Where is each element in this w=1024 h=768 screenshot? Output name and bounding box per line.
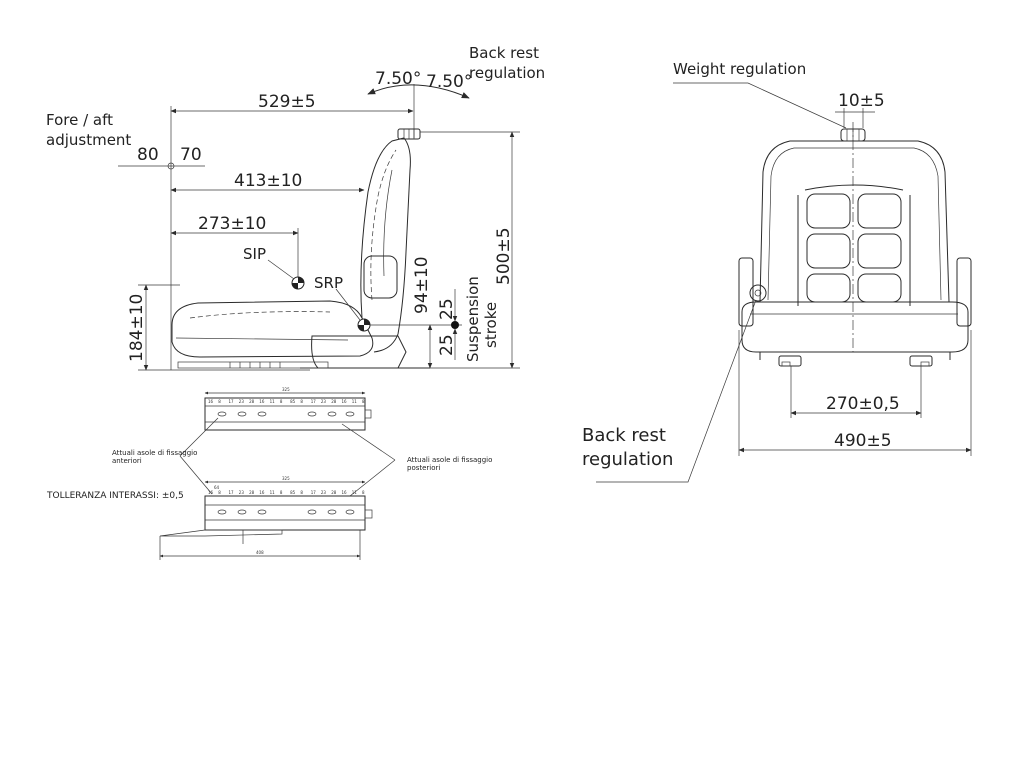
suspension-stroke-label-line1: Suspension <box>464 276 482 362</box>
rail-tick-label: 11 <box>270 399 276 404</box>
stroke-down-value: 25 <box>437 334 457 356</box>
srp-marker: SRP <box>314 274 371 332</box>
rail-tick-label: 16 <box>342 399 348 404</box>
rail-tick-label: 28 <box>249 490 255 495</box>
rail-tick-label: 16 <box>259 399 265 404</box>
rail-tick-label: 8 <box>300 490 303 495</box>
rail-tick-label: 8 <box>362 490 365 495</box>
dimension-height: 500±5 <box>420 131 520 369</box>
rail-tick-label: 8 <box>218 490 221 495</box>
dimension-to-sip: 273±10 <box>170 214 299 283</box>
rails-overall-length: 408 <box>256 550 264 555</box>
rear-holes-label-line1: Attuali asole di fissaggio <box>407 456 492 464</box>
suspension-stroke-label-line2: stroke <box>482 302 500 348</box>
dimension-width: 490±5 <box>738 330 972 456</box>
rails-detail: 325 16 8 17 23 28 16 11 8 85 8 17 23 28 16 11 8 Attuali… <box>46 387 492 560</box>
fore-aft-label-line1: Fore / aft <box>46 111 113 129</box>
angle-left-label: 7.50° <box>375 69 421 89</box>
bottom-rail: 325 64 16 8 17 23 28 16 11 8 85 8 17 23 28 16 11 8 408 <box>159 476 373 560</box>
seat-front-outline <box>738 122 972 367</box>
fore-aft-adjustment: Fore / aft adjustment 80 70 <box>46 111 205 170</box>
side-view: 7.50° 7.50° Back rest regulation Fore / … <box>46 44 545 371</box>
stroke-up-value: 25 <box>437 298 457 320</box>
rail-tick-label: 23 <box>239 490 245 495</box>
dimension-overall-length: 529±5 <box>170 92 414 114</box>
suspension-stroke: 25 25 Suspension stroke <box>437 276 500 362</box>
rail-tick-label: 28 <box>331 399 337 404</box>
rear-holes-label-line2: posteriori <box>407 464 440 472</box>
dim-width-value: 490±5 <box>834 431 892 451</box>
dimension-to-srp: 413±10 <box>170 171 365 193</box>
top-rail: 325 16 8 17 23 28 16 11 8 85 8 17 23 28 16 11 8 <box>204 387 372 431</box>
fore-travel-value: 80 <box>137 145 159 165</box>
dim-to-srp-value: 413±10 <box>234 171 302 191</box>
rail-tick-label: 11 <box>352 490 358 495</box>
front-backrest-regulation-line2: regulation <box>582 449 673 470</box>
dimension-seat-height: 184±10 <box>127 284 310 371</box>
rail-tick-label: 8 <box>280 399 283 404</box>
dim-seat-height-value: 184±10 <box>127 294 147 362</box>
rail-tick-label: 17 <box>311 490 317 495</box>
top-rail-length: 325 <box>282 387 290 392</box>
aft-travel-value: 70 <box>180 145 202 165</box>
rail-tick-label: 17 <box>229 490 235 495</box>
rail-tick-label: 28 <box>249 399 255 404</box>
sip-marker: SIP <box>243 245 305 290</box>
front-backrest-regulation-line1: Back rest <box>582 425 666 446</box>
rail-tick-label: 85 <box>290 399 296 404</box>
rail-tick-label: 23 <box>321 399 327 404</box>
dim-srp-height-value: 94±10 <box>412 256 432 314</box>
angle-right-label: 7.50° <box>426 72 472 92</box>
rail-tick-label: 17 <box>311 399 317 404</box>
seat-side-outline <box>171 128 430 369</box>
rail-tick-label: 16 <box>342 490 348 495</box>
rail-tick-label: 16 <box>208 399 214 404</box>
rail-tick-label: 16 <box>259 490 265 495</box>
rail-tick-label: 8 <box>280 490 283 495</box>
dimension-knob: 10±5 <box>835 91 885 128</box>
front-holes-label-line2: anteriori <box>112 457 142 465</box>
fore-aft-label-line2: adjustment <box>46 131 131 149</box>
dimension-srp-height: 94±10 <box>370 256 440 369</box>
bottom-rail-offset: 64 <box>214 485 220 490</box>
rail-tick-label: 16 <box>208 490 214 495</box>
tolerance-label: TOLLERANZA INTERASSI: ±0,5 <box>46 491 184 501</box>
backrest-regulation-label-line2: regulation <box>469 64 545 82</box>
front-holes-label-line1: Attuali asole di fissaggio <box>112 449 197 457</box>
rail-tick-label: 8 <box>300 399 303 404</box>
rail-tick-label: 11 <box>270 490 276 495</box>
front-view: Weight regulation 10±5 <box>582 60 972 483</box>
srp-label: SRP <box>314 274 343 292</box>
rail-tick-label: 17 <box>229 399 235 404</box>
rail-tick-label: 85 <box>290 490 296 495</box>
backrest-angle-indicator: 7.50° 7.50° Back rest regulation <box>367 44 545 138</box>
bottom-rail-length: 325 <box>282 476 290 481</box>
rail-tick-label: 11 <box>352 399 358 404</box>
dim-knob-value: 10±5 <box>838 91 885 111</box>
dim-mounting-value: 270±0,5 <box>826 394 900 414</box>
rail-tick-label: 8 <box>362 399 365 404</box>
rail-tick-label: 8 <box>218 399 221 404</box>
rail-tick-label: 23 <box>321 490 327 495</box>
dim-overall-length-value: 529±5 <box>258 92 316 112</box>
sip-label: SIP <box>243 245 266 263</box>
rail-tick-label: 28 <box>331 490 337 495</box>
bottom-rail-tick-labels: 16 8 17 23 28 16 11 8 85 8 17 23 28 16 11 8 <box>208 490 365 495</box>
dim-height-value: 500±5 <box>494 227 514 285</box>
dimension-mounting: 270±0,5 <box>790 366 922 418</box>
dim-to-sip-value: 273±10 <box>198 214 266 234</box>
backrest-regulation-label-line1: Back rest <box>469 44 539 62</box>
backrest-regulation-callout: Back rest regulation <box>582 299 757 483</box>
weight-regulation-label: Weight regulation <box>673 60 806 78</box>
top-rail-tick-labels: 16 8 17 23 28 16 11 8 85 8 17 23 28 16 11 8 <box>208 399 365 404</box>
rail-tick-label: 23 <box>239 399 245 404</box>
